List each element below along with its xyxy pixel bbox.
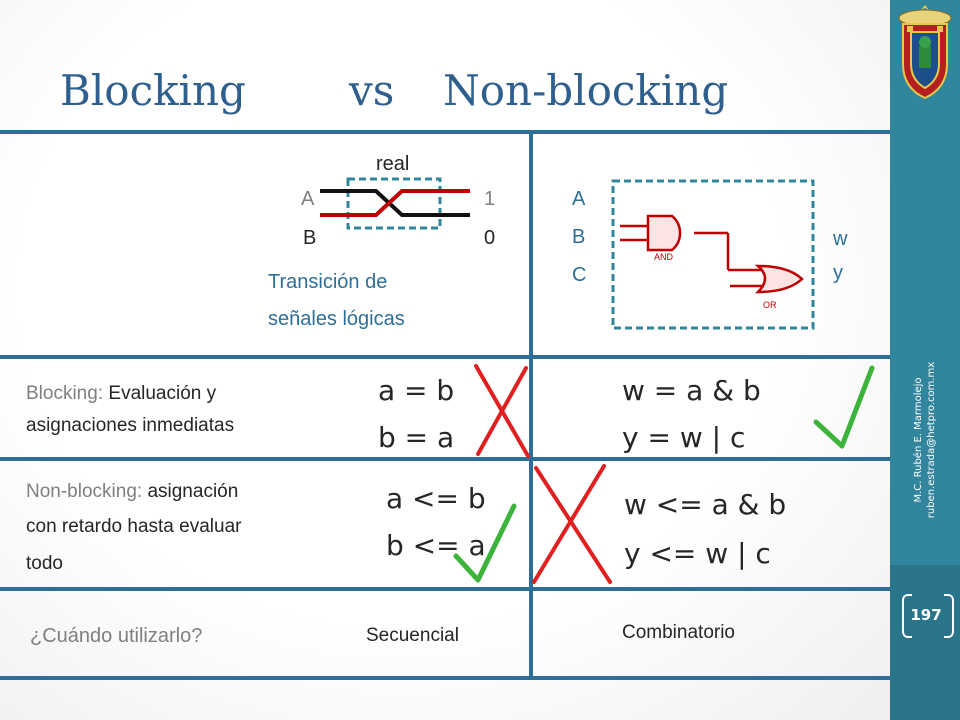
sidebar-footer bbox=[890, 565, 960, 720]
nonblocking-label-line-1: Non-blocking: asignación bbox=[26, 481, 238, 503]
circuit-box bbox=[611, 179, 815, 330]
blocking-label-line-2: asignaciones inmediatas bbox=[26, 415, 235, 436]
blocking-desc-1: Evaluación y bbox=[108, 383, 217, 404]
input-b-label: B bbox=[303, 227, 317, 249]
page-number-bracket-right bbox=[944, 594, 954, 638]
gate-output-w: w bbox=[833, 228, 848, 250]
or-label: OR bbox=[763, 300, 777, 310]
check-icon bbox=[813, 365, 875, 449]
check-icon bbox=[453, 503, 517, 583]
author-credit: M.C. Rubén E. Marmolejo ruben.estrada@he… bbox=[912, 362, 938, 518]
blocking-term: Blocking: bbox=[26, 383, 104, 404]
blocking-label-line-1: Blocking: Evaluación y bbox=[26, 383, 216, 405]
and-gate bbox=[646, 214, 682, 252]
slide-background bbox=[0, 0, 890, 720]
page-number-bracket-left bbox=[902, 594, 912, 638]
rule-under-title bbox=[0, 130, 890, 134]
nonblocking-label-line-2: con retardo hasta evaluar bbox=[26, 516, 242, 537]
when-question: ¿Cuándo utilizarlo? bbox=[30, 625, 203, 647]
nonblocking-code-left-1: a <= b bbox=[386, 482, 486, 515]
nonblocking-code-right-2: y <= w | c bbox=[624, 537, 771, 570]
nonblocking-code-left-2: b <= a bbox=[386, 529, 486, 562]
university-logo bbox=[898, 5, 952, 100]
or-gate bbox=[754, 264, 804, 294]
input-a-label: A bbox=[301, 188, 315, 210]
title-vs: vs bbox=[349, 66, 395, 115]
author-email: ruben.estrada@hetpro.com.mx bbox=[926, 361, 937, 519]
gate-input-a: A bbox=[572, 188, 586, 210]
rule-row-3 bbox=[0, 587, 890, 591]
output-0-label: 0 bbox=[484, 227, 496, 249]
blocking-code-left-2: b = a bbox=[378, 421, 455, 454]
signal-transition-diagram bbox=[320, 177, 470, 230]
answer-sequential: Secuencial bbox=[366, 625, 459, 646]
title-non-blocking: Non-blocking bbox=[443, 66, 729, 115]
wire-black bbox=[320, 189, 470, 217]
nonblocking-label-line-3: todo bbox=[26, 553, 63, 574]
rule-row-1 bbox=[0, 355, 890, 359]
cross-icon bbox=[474, 364, 530, 458]
blocking-code-left-1: a = b bbox=[378, 374, 455, 407]
title-blocking: Blocking bbox=[60, 66, 246, 115]
wire-red bbox=[320, 189, 470, 217]
cross-icon bbox=[532, 464, 612, 584]
real-label: real bbox=[376, 153, 410, 175]
and-label: AND bbox=[654, 252, 674, 262]
output-1-label: 1 bbox=[484, 188, 496, 210]
nonblocking-term: Non-blocking: bbox=[26, 481, 143, 502]
blocking-code-right-1: w = a & b bbox=[622, 374, 761, 407]
rule-bottom bbox=[0, 676, 890, 680]
real-zone-box bbox=[346, 177, 442, 230]
page-number: 197 bbox=[910, 606, 942, 624]
gate-input-c: C bbox=[572, 264, 587, 286]
gate-input-b: B bbox=[572, 226, 586, 248]
nonblocking-code-right-1: w <= a & b bbox=[624, 488, 787, 521]
caption-line-2: señales lógicas bbox=[268, 308, 405, 330]
rule-row-2 bbox=[0, 457, 890, 461]
answer-combinational: Combinatorio bbox=[622, 622, 735, 643]
blocking-code-right-2: y = w | c bbox=[622, 421, 746, 454]
author-name: M.C. Rubén E. Marmolejo bbox=[913, 377, 924, 503]
caption-line-1: Transición de bbox=[268, 271, 388, 293]
gate-output-y: y bbox=[833, 262, 843, 284]
nonblocking-desc-1: asignación bbox=[147, 481, 239, 502]
column-divider bbox=[529, 132, 533, 678]
logic-gate-diagram: AND OR bbox=[611, 179, 815, 330]
